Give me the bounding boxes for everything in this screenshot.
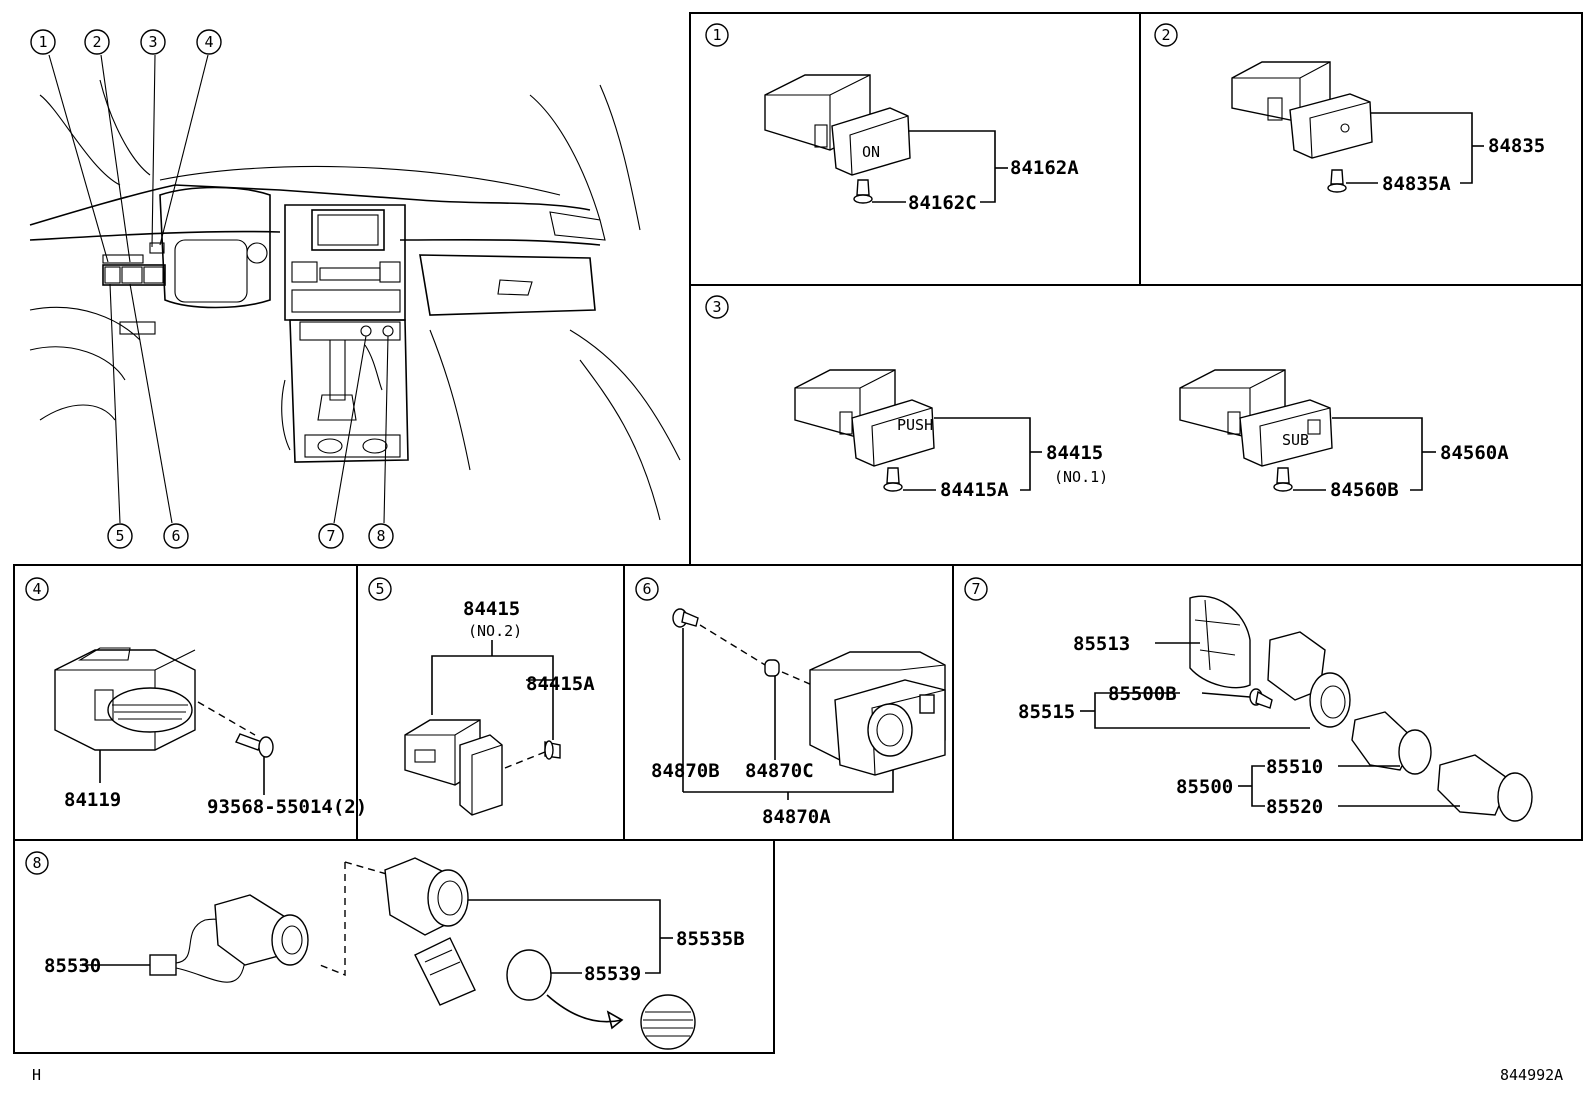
- svg-text:3: 3: [712, 298, 721, 316]
- svg-text:4: 4: [32, 580, 41, 598]
- panel-2: 2 84835 84835A: [1154, 23, 1545, 195]
- socket-85535b-drawing: [384, 857, 476, 1006]
- part-84870b: 84870B: [651, 760, 720, 782]
- panel-4-badge: 4: [25, 577, 49, 601]
- dashboard-overview: [29, 79, 681, 521]
- part-85539: 85539: [584, 963, 641, 985]
- svg-text:3: 3: [148, 33, 157, 51]
- part-84835a: 84835A: [1382, 173, 1451, 195]
- mirror-switch-84870a-drawing: [809, 651, 946, 776]
- svg-text:7: 7: [326, 527, 335, 545]
- cap-label-drawing: [640, 994, 696, 1050]
- bulb-84415a-no2-drawing: [544, 740, 561, 760]
- part-85515: 85515: [1018, 701, 1075, 723]
- part-84119: 84119: [64, 789, 121, 811]
- bulb-84560b-drawing: [1273, 467, 1293, 492]
- svg-text:6: 6: [171, 527, 180, 545]
- lighter-85520-drawing: [1437, 754, 1533, 822]
- dimmer-84119-drawing: [54, 647, 196, 751]
- panel-8: 8 85530 85535B: [25, 851, 745, 1050]
- part-84870a: 84870A: [762, 806, 831, 828]
- part-85530: 85530: [44, 955, 101, 977]
- part-84415-no2-note: (NO.2): [468, 622, 522, 640]
- overview-callouts: 1 2 3 4 5 6 7 8: [30, 29, 394, 549]
- overview-leaders: [48, 54, 389, 524]
- switch-84835-drawing: [1231, 61, 1373, 159]
- svg-text:5: 5: [115, 527, 124, 545]
- panel-5: 5 84415 (NO.2) 84415A: [368, 577, 595, 816]
- svg-text:8: 8: [376, 527, 385, 545]
- svg-text:1: 1: [712, 26, 721, 44]
- panel-8-badge: 8: [25, 851, 49, 875]
- bulb-84162c-drawing: [853, 179, 873, 204]
- panel-3: 3 PUSH 84415 (NO.1) 84415A SUB: [705, 295, 1509, 501]
- panel-borders: [13, 12, 1583, 1054]
- switch-84162a-drawing: ON: [764, 74, 911, 176]
- callout-7: 7: [318, 523, 344, 549]
- cap-85539-drawing: [506, 949, 552, 1001]
- part-84415a-no2: 84415A: [526, 673, 595, 695]
- part-85510: 85510: [1266, 756, 1323, 778]
- panel-7-badge: 7: [964, 577, 988, 601]
- part-93568-55014: 93568-55014(2): [207, 796, 367, 818]
- callout-6: 6: [163, 523, 189, 549]
- svg-text:8: 8: [32, 854, 41, 872]
- part-84870c: 84870C: [745, 760, 814, 782]
- bulb-84835a-drawing: [1327, 169, 1347, 193]
- part-84415-no2: 84415: [463, 598, 520, 620]
- socket-85515-drawing: [1267, 631, 1351, 728]
- svg-text:7: 7: [971, 580, 980, 598]
- panel-2-badge: 2: [1154, 23, 1178, 47]
- svg-text:1: 1: [38, 33, 47, 51]
- screw-drawing: [235, 733, 274, 758]
- panel-5-badge: 5: [368, 577, 392, 601]
- part-85513: 85513: [1073, 633, 1130, 655]
- callout-3: 3: [140, 29, 166, 55]
- panel-3-badge: 3: [705, 295, 729, 319]
- part-84415-no1: 84415: [1046, 442, 1103, 464]
- svg-text:4: 4: [204, 33, 213, 51]
- part-84835: 84835: [1488, 135, 1545, 157]
- switch-on-label: ON: [862, 143, 880, 161]
- lighter-85530-drawing: [149, 894, 309, 983]
- svg-text:PUSH: PUSH: [897, 416, 933, 434]
- part-84162c: 84162C: [908, 192, 977, 214]
- panel-6: 6 84870B 84870C 84870A: [635, 577, 946, 828]
- screw-84870b-drawing: [672, 608, 699, 628]
- part-85535b: 85535B: [676, 928, 745, 950]
- footer-right-code: 844992A: [1500, 1066, 1563, 1084]
- panel-6-badge: 6: [635, 577, 659, 601]
- part-84560a: 84560A: [1440, 442, 1509, 464]
- callout-2: 2: [84, 29, 110, 55]
- svg-text:5: 5: [375, 580, 384, 598]
- socket-85510-drawing: [1351, 711, 1432, 775]
- bulb-84415a-drawing: [883, 467, 903, 492]
- callout-1: 1: [30, 29, 56, 55]
- svg-text:2: 2: [92, 33, 101, 51]
- part-85520: 85520: [1266, 796, 1323, 818]
- svg-text:6: 6: [642, 580, 651, 598]
- bulb-85500b-drawing: [1249, 688, 1273, 709]
- part-84560b: 84560B: [1330, 479, 1399, 501]
- panel-1: 1 ON 84162A 84162C: [705, 23, 1079, 214]
- part-85500: 85500: [1176, 776, 1233, 798]
- panel-1-badge: 1: [705, 23, 729, 47]
- svg-text:2: 2: [1161, 26, 1170, 44]
- part-84162a: 84162A: [1010, 157, 1079, 179]
- panel-4: 4 84119 93568-55014(2): [25, 577, 367, 818]
- clip-85513-drawing: [1189, 595, 1251, 689]
- callout-4: 4: [196, 29, 222, 55]
- switch-84560a-drawing: SUB: [1179, 369, 1333, 467]
- switch-84415-no2-drawing: [404, 719, 503, 816]
- part-84415-note: (NO.1): [1054, 468, 1108, 486]
- sub-switch-label: SUB: [1282, 431, 1309, 449]
- panel-7: 7 85513 85500B: [964, 577, 1533, 822]
- footer-left-code: H: [32, 1066, 41, 1084]
- callout-8: 8: [368, 523, 394, 549]
- part-84415a: 84415A: [940, 479, 1009, 501]
- callout-5: 5: [107, 523, 133, 549]
- switch-84415-drawing: PUSH: [794, 369, 935, 467]
- part-85500b: 85500B: [1108, 683, 1177, 705]
